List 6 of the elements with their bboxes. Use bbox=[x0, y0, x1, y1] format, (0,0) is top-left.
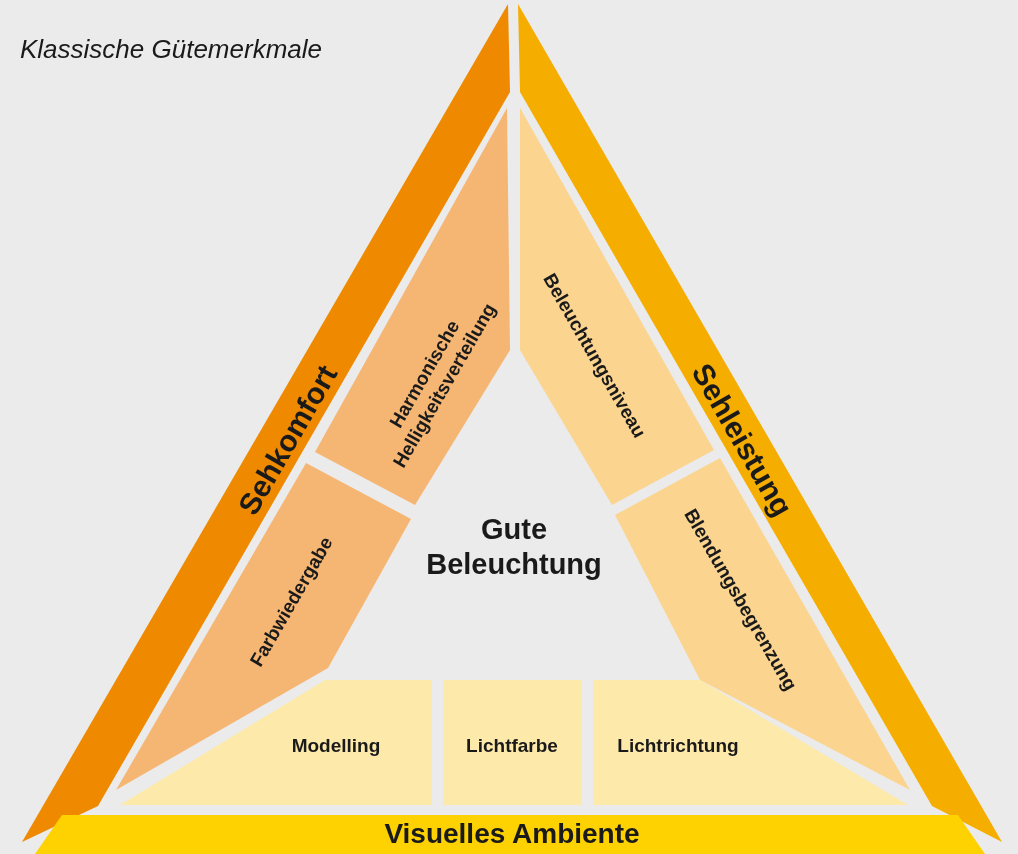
segment-label: Lichtrichtung bbox=[617, 734, 739, 758]
diagram-title: Klassische Gütemerkmale bbox=[20, 34, 322, 65]
segment-label: Lichtfarbe bbox=[466, 734, 558, 758]
band-label: Visuelles Ambiente bbox=[384, 817, 640, 851]
segment-label: Modelling bbox=[291, 734, 381, 758]
center-label: Gute Beleuchtung bbox=[425, 512, 603, 582]
